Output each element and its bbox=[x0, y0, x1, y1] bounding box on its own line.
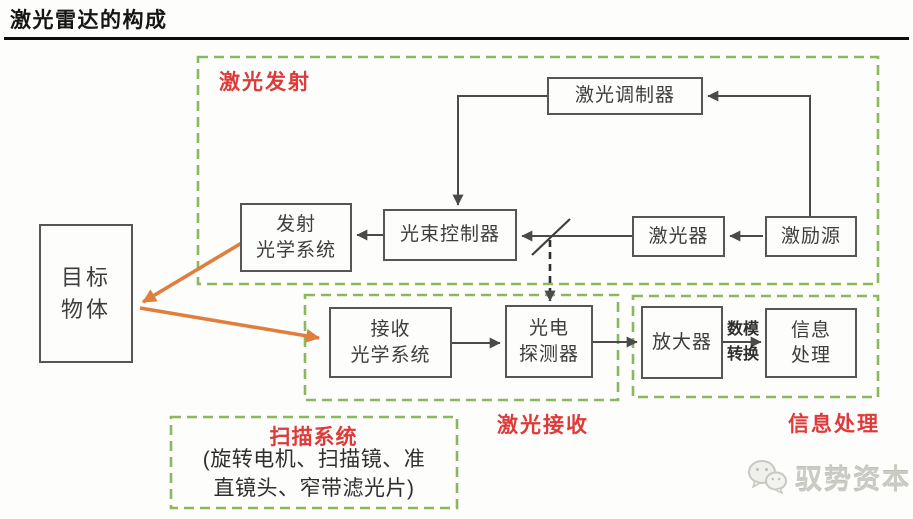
info-processing-label: 信息处理 bbox=[788, 413, 880, 436]
line-modulator-to-beam-controller bbox=[452, 95, 547, 206]
node-beam-controller: 光束控制器 bbox=[383, 209, 517, 261]
scanning-system-title: 扫描系统 bbox=[269, 426, 358, 449]
laser-emission-section-border bbox=[196, 55, 880, 286]
watermark-brand: 驭势资本 bbox=[795, 465, 911, 495]
wechat-icon bbox=[748, 459, 787, 495]
node-laser: 激光器 bbox=[632, 216, 725, 257]
orange-arrow-target-to-receiving bbox=[139, 306, 321, 343]
laser-emission-label: 激光发射 bbox=[219, 71, 311, 94]
node-amplifier: 放大器 bbox=[641, 306, 723, 379]
node-excitation-source: 激励源 bbox=[765, 216, 857, 257]
node-info-processor: 信息 处理 bbox=[765, 308, 857, 378]
page-title: 激光雷达的构成 bbox=[10, 7, 168, 32]
da-conversion-label: 数模 转换 bbox=[726, 321, 759, 363]
title-underline bbox=[4, 37, 909, 40]
node-laser-modulator: 激光调制器 bbox=[547, 77, 703, 115]
node-receiving-optics: 接收 光学系统 bbox=[329, 307, 452, 378]
node-photodetector: 光电 探测器 bbox=[505, 305, 593, 378]
beam-splitter-mirror bbox=[531, 218, 571, 256]
line-excitation-to-modulator bbox=[707, 90, 811, 216]
scanning-system-section-border bbox=[169, 415, 459, 510]
scanning-system-components: (旋转电机、扫描镜、准 直镜头、窄带滤光片) bbox=[202, 448, 426, 501]
node-emission-optics: 发射 光学系统 bbox=[240, 203, 352, 272]
node-target-object: 目标 物体 bbox=[39, 224, 133, 363]
orange-arrow-emission-to-target bbox=[142, 239, 246, 304]
watermark: 驭势资本 bbox=[746, 458, 911, 497]
laser-receiving-label: 激光接收 bbox=[497, 414, 589, 437]
